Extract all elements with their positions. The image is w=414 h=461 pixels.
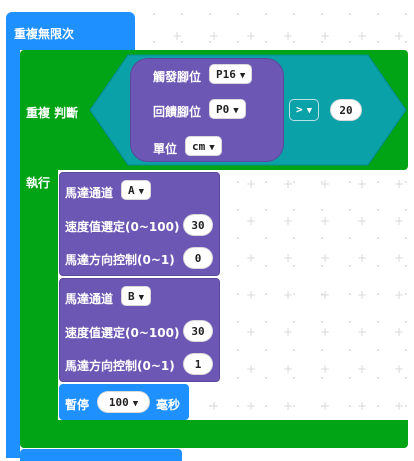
grid-plus-icon: + bbox=[394, 399, 405, 413]
motor-b-speed-label: 速度值選定(0~100) bbox=[65, 326, 180, 340]
grid-plus-icon: + bbox=[283, 399, 294, 413]
grid-plus-icon: + bbox=[394, 251, 405, 265]
motor-a-speed-input[interactable]: 30 bbox=[183, 214, 213, 236]
pause-label: 暫停 bbox=[65, 398, 90, 412]
compare-value-input[interactable]: 20 bbox=[330, 99, 362, 121]
motor-a-direction-input[interactable]: 0 bbox=[183, 247, 213, 269]
while-label: 重複 判斷 bbox=[26, 106, 79, 120]
grid-plus-icon: + bbox=[394, 288, 405, 302]
grid-plus-icon: + bbox=[357, 325, 368, 339]
grid-plus-icon: + bbox=[172, 29, 183, 43]
grid-plus-icon: + bbox=[320, 214, 331, 228]
grid-plus-icon: + bbox=[320, 177, 331, 191]
operator-dropdown[interactable]: >▼ bbox=[289, 99, 320, 121]
next-block-partial[interactable] bbox=[20, 449, 182, 461]
unit-label: 單位 bbox=[153, 142, 178, 156]
pause-duration-value: 100 bbox=[108, 396, 129, 409]
motor-a-channel-dropdown[interactable]: A▼ bbox=[121, 180, 152, 200]
echo-pin-label: 回饋腳位 bbox=[153, 105, 202, 119]
grid-plus-icon: + bbox=[246, 29, 257, 43]
grid-plus-icon: + bbox=[320, 29, 331, 43]
chevron-down-icon: ▼ bbox=[138, 187, 145, 197]
chevron-down-icon: ▼ bbox=[233, 106, 239, 116]
do-label: 執行 bbox=[26, 176, 51, 190]
grid-plus-icon: + bbox=[320, 325, 331, 339]
motor-a-direction-label: 馬達方向控制(0~1) bbox=[65, 253, 175, 267]
motor-b-channel-label: 馬達通道 bbox=[65, 292, 114, 306]
pause-unit-label: 毫秒 bbox=[156, 398, 181, 412]
grid-plus-icon: + bbox=[357, 251, 368, 265]
repeat-forever-label: 重複無限次 bbox=[14, 27, 75, 41]
trigger-pin-dropdown[interactable]: P16▼ bbox=[209, 64, 253, 84]
chevron-down-icon: ▼ bbox=[132, 399, 139, 409]
echo-pin-value: P0 bbox=[216, 103, 230, 116]
grid-plus-icon: + bbox=[394, 29, 405, 43]
motor-b-channel-dropdown[interactable]: B▼ bbox=[121, 286, 152, 306]
grid-plus-icon: + bbox=[246, 325, 257, 339]
motor-a-channel-label: 馬達通道 bbox=[65, 186, 114, 200]
grid-plus-icon: + bbox=[320, 288, 331, 302]
chevron-down-icon: ▼ bbox=[239, 71, 246, 81]
motor-b-speed-input[interactable]: 30 bbox=[183, 320, 213, 342]
grid-plus-icon: + bbox=[357, 177, 368, 191]
grid-plus-icon: + bbox=[357, 29, 368, 43]
grid-plus-icon: + bbox=[394, 325, 405, 339]
grid-plus-icon: + bbox=[283, 214, 294, 228]
chevron-down-icon: ▼ bbox=[306, 106, 313, 116]
grid-plus-icon: + bbox=[246, 288, 257, 302]
grid-plus-icon: + bbox=[246, 399, 257, 413]
repeat-forever-block[interactable] bbox=[6, 12, 135, 50]
while-block-bottom bbox=[20, 420, 408, 448]
grid-plus-icon: + bbox=[357, 399, 368, 413]
grid-plus-icon: + bbox=[283, 362, 294, 376]
grid-plus-icon: + bbox=[320, 362, 331, 376]
pause-duration-dropdown[interactable]: 100▼ bbox=[97, 391, 150, 413]
grid-plus-icon: + bbox=[283, 177, 294, 191]
operator-value: > bbox=[296, 103, 303, 116]
motor-a-channel-value: A bbox=[128, 184, 135, 197]
echo-pin-dropdown[interactable]: P0▼ bbox=[209, 99, 246, 119]
grid-plus-icon: + bbox=[246, 214, 257, 228]
chevron-down-icon: ▼ bbox=[209, 143, 215, 153]
grid-plus-icon: + bbox=[283, 29, 294, 43]
chevron-down-icon: ▼ bbox=[138, 293, 145, 303]
trigger-pin-label: 觸發腳位 bbox=[153, 70, 202, 84]
grid-plus-icon: + bbox=[357, 362, 368, 376]
grid-plus-icon: + bbox=[283, 251, 294, 265]
unit-value: cm bbox=[192, 140, 206, 153]
grid-plus-icon: + bbox=[283, 288, 294, 302]
grid-plus-icon: + bbox=[320, 251, 331, 265]
grid-plus-icon: + bbox=[394, 214, 405, 228]
motor-a-speed-label: 速度值選定(0~100) bbox=[65, 220, 180, 234]
trigger-pin-value: P16 bbox=[216, 68, 236, 81]
grid-plus-icon: + bbox=[246, 177, 257, 191]
grid-plus-icon: + bbox=[209, 29, 220, 43]
repeat-forever-arm bbox=[6, 40, 20, 458]
grid-plus-icon: + bbox=[357, 288, 368, 302]
grid-plus-icon: + bbox=[394, 177, 405, 191]
grid-plus-icon: + bbox=[394, 362, 405, 376]
grid-plus-icon: + bbox=[209, 399, 220, 413]
grid-plus-icon: + bbox=[357, 214, 368, 228]
motor-b-channel-value: B bbox=[128, 290, 135, 303]
grid-plus-icon: + bbox=[320, 399, 331, 413]
grid-plus-icon: + bbox=[246, 251, 257, 265]
grid-plus-icon: + bbox=[246, 362, 257, 376]
unit-dropdown[interactable]: cm▼ bbox=[185, 136, 222, 156]
grid-plus-icon: + bbox=[283, 325, 294, 339]
motor-b-direction-input[interactable]: 1 bbox=[183, 353, 213, 375]
while-block-arm bbox=[20, 165, 58, 425]
motor-b-direction-label: 馬達方向控制(0~1) bbox=[65, 359, 175, 373]
